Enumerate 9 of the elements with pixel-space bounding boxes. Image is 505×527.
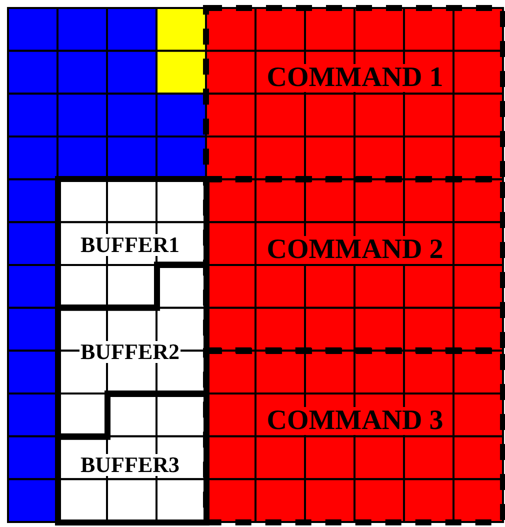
command-label: COMMAND 3 (266, 406, 444, 435)
buffer-label: BUFFER1 (80, 234, 180, 256)
command-label: COMMAND 1 (266, 64, 444, 92)
command-label: COMMAND 2 (266, 236, 444, 264)
buffer-label: BUFFER2 (80, 341, 180, 363)
command-region (202, 175, 505, 355)
buffer-label: BUFFER3 (80, 454, 180, 476)
command-region (202, 4, 505, 184)
command-region (202, 346, 505, 526)
